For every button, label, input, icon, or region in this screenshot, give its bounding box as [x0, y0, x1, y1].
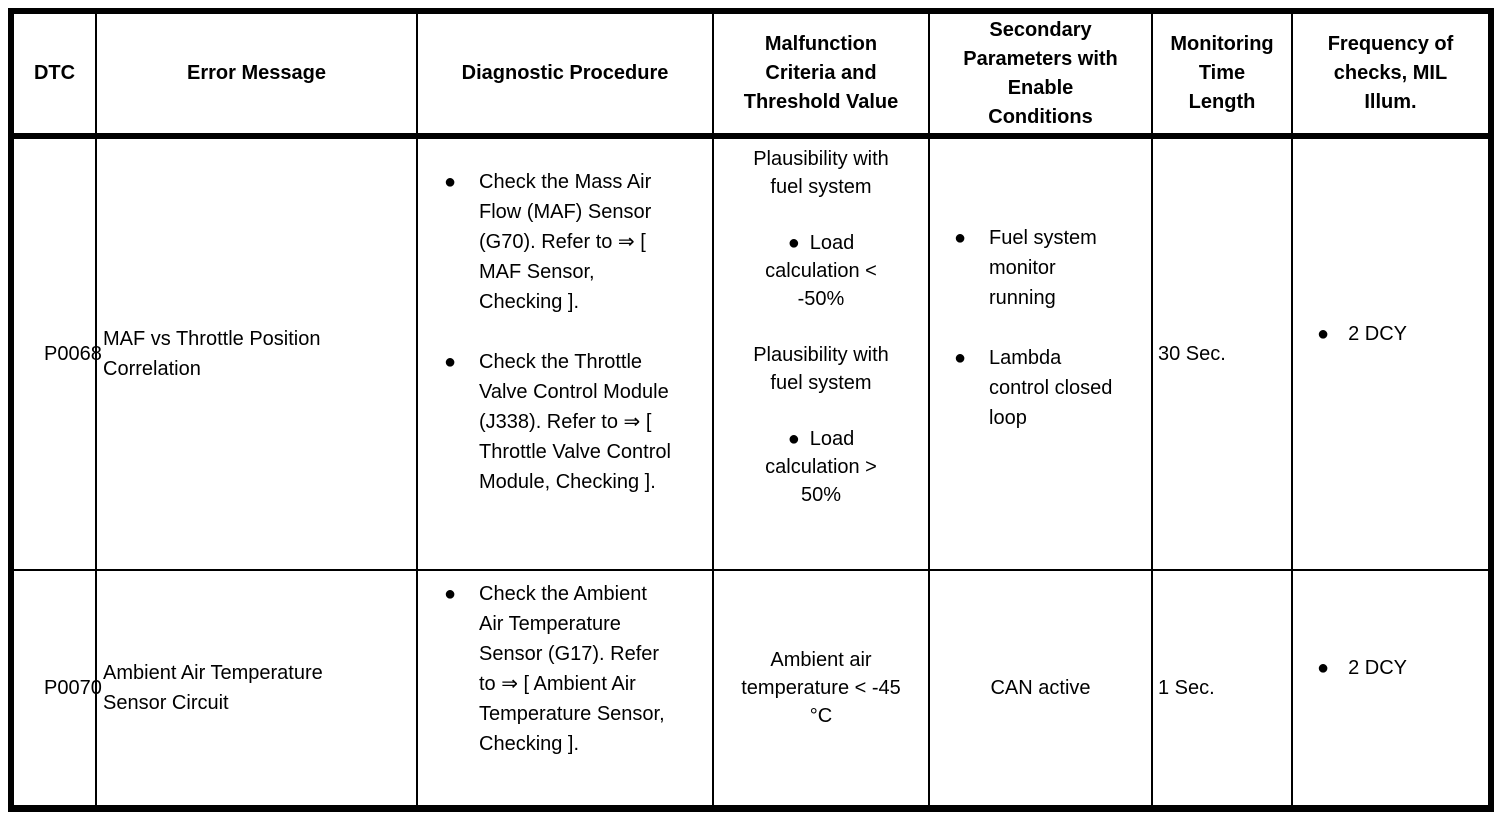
dtc-table: DTC Error Message Diagnostic Procedure M… — [8, 8, 1494, 812]
error-message-text: MAF vs Throttle Position Correlation — [103, 328, 321, 380]
column-header-label: Malfunction Criteria and Threshold Value — [743, 33, 899, 113]
criteria-bullet-item: ●Load calculation > 50% — [718, 425, 924, 509]
criteria-text: Plausibility with fuel system — [753, 344, 889, 394]
column-header-label: Frequency of checks, MIL Illum. — [1327, 33, 1454, 113]
malfunction-criteria-cell: Plausibility with fuel system ●Load calc… — [714, 139, 930, 571]
list-item: ● Fuel system monitor running — [954, 223, 1145, 313]
column-header-error-message: Error Message — [97, 14, 418, 139]
criteria-text: Load calculation > 50% — [765, 428, 877, 506]
column-header-label: DTC — [33, 62, 76, 84]
secondary-parameters-cell: ● Fuel system monitor running ● Lambda c… — [930, 139, 1153, 571]
bullet-icon: ● — [1317, 657, 1330, 679]
bullet-icon: ● — [444, 171, 457, 193]
column-header-diagnostic-procedure: Diagnostic Procedure — [418, 14, 714, 139]
list-item: ● Check the Mass Air Flow (MAF) Sensor (… — [444, 167, 704, 317]
secondary-parameters-cell: CAN active — [930, 571, 1153, 805]
criteria-bullet-item: ●Load calculation < -50% — [718, 229, 924, 313]
dtc-code: P0070 — [44, 677, 102, 699]
diagnostic-procedure-cell: ● Check the Ambient Air Temperature Sens… — [418, 571, 714, 805]
column-header-label: Error Message — [187, 62, 326, 84]
bullet-icon: ● — [787, 232, 800, 254]
bullet-icon: ● — [787, 428, 800, 450]
list-item: ● Check the Throttle Valve Control Modul… — [444, 347, 704, 497]
monitoring-time-text: 30 Sec. — [1158, 343, 1226, 365]
frequency-text: 2 DCY — [1348, 323, 1407, 345]
monitoring-time-cell: 1 Sec. — [1153, 571, 1293, 805]
frequency-cell: ● 2 DCY — [1293, 139, 1488, 571]
monitoring-time-cell: 30 Sec. — [1153, 139, 1293, 571]
column-header-frequency: Frequency of checks, MIL Illum. — [1293, 14, 1488, 139]
criteria-text: Ambient air temperature < -45 °C — [741, 649, 901, 727]
diagnostic-procedure-cell: ● Check the Mass Air Flow (MAF) Sensor (… — [418, 139, 714, 571]
frequency-text: 2 DCY — [1348, 657, 1407, 679]
bullet-icon: ● — [954, 227, 967, 249]
criteria-text: Plausibility with fuel system — [753, 148, 889, 198]
dtc-cell: P0070 — [14, 571, 102, 805]
column-header-dtc: DTC — [14, 14, 97, 139]
secondary-parameter-text: Lambda control closed loop — [989, 347, 1113, 429]
procedure-step-text: Check the Ambient Air Temperature Sensor… — [479, 583, 665, 755]
column-header-label: Secondary Parameters with Enable Conditi… — [963, 18, 1118, 128]
monitoring-time-text: 1 Sec. — [1158, 677, 1215, 699]
column-header-label: Monitoring Time Length — [1170, 33, 1274, 113]
error-message-text: Ambient Air Temperature Sensor Circuit — [103, 662, 323, 714]
bullet-icon: ● — [444, 583, 457, 605]
bullet-icon: ● — [1317, 323, 1330, 345]
dtc-cell: P0068 — [14, 139, 102, 571]
column-header-malfunction-criteria: Malfunction Criteria and Threshold Value — [714, 14, 930, 139]
column-header-label: Diagnostic Procedure — [461, 62, 669, 84]
bullet-icon: ● — [444, 351, 457, 373]
dtc-code: P0068 — [44, 343, 102, 365]
procedure-step-text: Check the Mass Air Flow (MAF) Sensor (G7… — [479, 171, 652, 313]
malfunction-criteria-cell: Ambient air temperature < -45 °C — [714, 571, 930, 805]
bullet-icon: ● — [954, 347, 967, 369]
list-item: ● Check the Ambient Air Temperature Sens… — [444, 579, 704, 759]
column-header-monitoring-time: Monitoring Time Length — [1153, 14, 1293, 139]
column-header-secondary-parameters: Secondary Parameters with Enable Conditi… — [930, 14, 1153, 139]
list-item: ● Lambda control closed loop — [954, 343, 1145, 433]
error-message-cell: Ambient Air Temperature Sensor Circuit — [97, 571, 418, 805]
error-message-cell: MAF vs Throttle Position Correlation — [97, 139, 418, 571]
secondary-parameter-text: Fuel system monitor running — [989, 227, 1097, 309]
frequency-cell: ● 2 DCY — [1293, 571, 1488, 805]
secondary-parameter-text: CAN active — [990, 677, 1091, 699]
criteria-text: Load calculation < -50% — [765, 232, 877, 310]
procedure-step-text: Check the Throttle Valve Control Module … — [479, 351, 671, 493]
